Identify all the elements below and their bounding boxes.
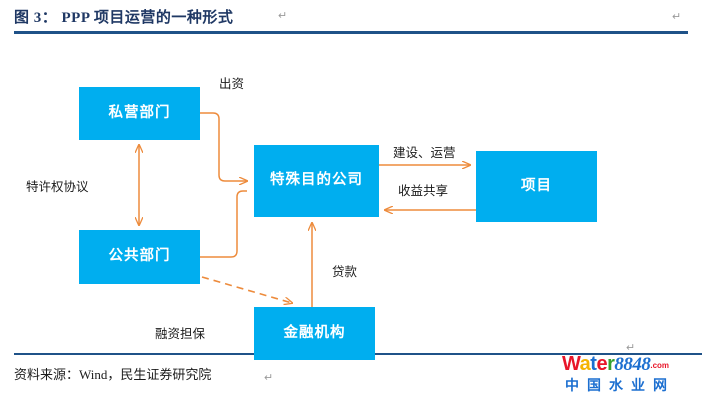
pilcrow-mark-title: ↵ [278,10,288,22]
diagram-connectors [0,112,476,307]
connector-public-spv [200,190,247,258]
edge-label-build-operate: 建设、运营 [393,146,456,160]
node-project[interactable]: 项目 [476,151,597,222]
watermark-number: 8848 [614,354,651,375]
node-financial-institution[interactable]: 金融机构 [254,307,375,360]
watermark-wordmark: Water8848.com [562,354,669,376]
edge-label-financing-guarantee: 融资担保 [155,327,206,341]
watermark-letter-t: t [590,353,597,375]
node-private-sector[interactable]: 私营部门 [79,87,200,140]
source-note: 资料来源：Wind，民生证券研究院 [14,367,212,382]
watermark-letter-a: a [579,353,591,375]
watermark-letter-e: e [596,353,608,375]
pilcrow-mark-watermark: ↵ [626,342,636,354]
node-public-sector[interactable]: 公共部门 [79,230,200,284]
node-special-purpose-vehicle[interactable]: 特殊目的公司 [254,145,379,217]
watermark-logo: Water8848.com 中国水业网 [562,354,698,400]
pilcrow-mark-source: ↵ [264,372,274,384]
page-title: 图 3： PPP 项目运营的一种形式 [14,10,234,26]
watermark-letter-r: r [607,353,615,375]
edge-label-funding: 出资 [219,77,245,91]
watermark-tld: .com [650,361,670,370]
ppp-flow-diagram: 私营部门 公共部门 特殊目的公司 项目 金融机构 出资 特许权协议 建设、运营 … [0,34,702,360]
connector-guarantee [201,276,292,303]
edge-label-revenue-share: 收益共享 [398,184,449,198]
edge-label-loan: 贷款 [332,265,358,279]
watermark-letter-w: W [562,353,580,375]
edge-label-concession: 特许权协议 [26,180,89,194]
pilcrow-mark-topright: ↵ [672,11,682,23]
divider-top [14,31,688,34]
watermark-chinese-name: 中国水业网 [565,377,675,393]
connector-funding [200,112,247,181]
